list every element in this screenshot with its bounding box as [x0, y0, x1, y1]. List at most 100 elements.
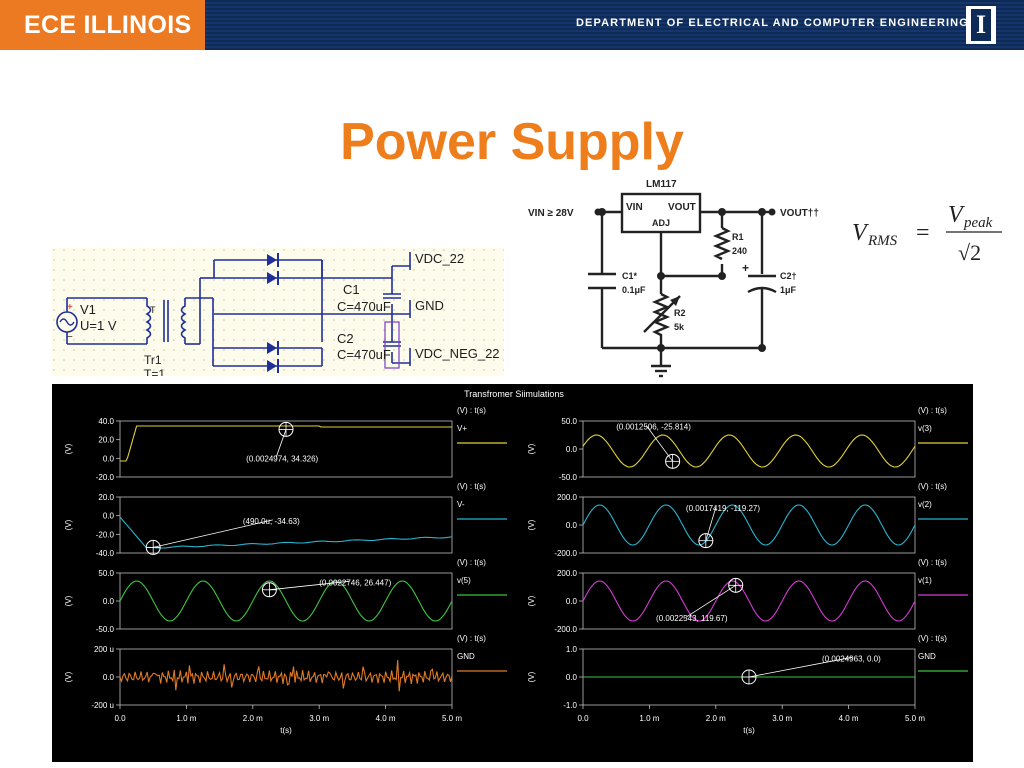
right-xtick-label: 5.0 m: [905, 714, 925, 723]
pin-vout: VOUT: [668, 202, 696, 213]
r2-label: R2: [674, 308, 686, 318]
plot-left-2-frame: [119, 496, 453, 554]
left-xlabel: t(s): [280, 726, 292, 735]
v1-plus: +: [67, 302, 73, 313]
c2-value: 1μF: [780, 285, 797, 295]
c2-label: C2†: [780, 271, 797, 281]
formula-lhs: V: [852, 220, 869, 246]
plot-left-4-waveform: [119, 660, 453, 692]
plot-right-1-ytick-label: 0.0: [566, 445, 578, 454]
plot-right-2-waveform: [582, 504, 916, 546]
left-xtick-label: 1.0 m: [176, 714, 196, 723]
plot-right-4-ylabel: (V): [527, 671, 536, 682]
pin-vin: VIN: [626, 202, 643, 213]
plot-left-1-ytick-label: -20.0: [96, 473, 115, 482]
c1-label: C1: [343, 282, 360, 297]
sim-title: Transfromer Siimulations: [464, 389, 564, 399]
plot-left-1-series-name: V+: [457, 424, 467, 433]
plot-right-3-annotation: (0.0022543, 119.67): [656, 614, 728, 623]
right-xtick-label: 1.0 m: [639, 714, 659, 723]
tr1-value: T=1: [144, 367, 165, 376]
left-xtick-label: 3.0 m: [309, 714, 329, 723]
plot-left-3-annotation-arrow: [269, 580, 350, 591]
plot-left-2-series-name: V-: [457, 500, 465, 509]
c1-value: 0.1μF: [622, 285, 646, 295]
transformer-turns-label: T: [150, 305, 156, 315]
plot-right-2-series-name: v(2): [918, 500, 932, 509]
plot-right-2-ylabel: (V): [527, 519, 536, 530]
c2-plus: +: [742, 261, 749, 275]
right-xtick-label: 2.0 m: [706, 714, 726, 723]
plot-right-4-legend-header: (V) : t(s): [918, 634, 947, 643]
left-xtick-label: 4.0 m: [376, 714, 396, 723]
plot-left-3-waveform: [119, 580, 453, 622]
plot-right-1-ytick-label: 50.0: [561, 417, 577, 426]
formula-denominator: √2: [958, 240, 981, 265]
plot-left-2-annotation-arrow: [153, 519, 273, 548]
v1-value: U=1 V: [80, 318, 117, 333]
plot-left-3-ylabel: (V): [64, 595, 73, 606]
plot-left-1-ytick-label: 0.0: [103, 454, 115, 463]
plot-left-4-ylabel: (V): [64, 671, 73, 682]
plot-right-1-series-name: v(3): [918, 424, 932, 433]
plot-right-2-legend-header: (V) : t(s): [918, 482, 947, 491]
ece-illinois-logo: ECE ILLINOIS: [0, 0, 205, 50]
formula-numerator: V: [948, 202, 965, 228]
plot-left-4-ytick-label: 0.0: [103, 673, 115, 682]
plot-left-2-legend-header: (V) : t(s): [457, 482, 486, 491]
plot-left-1-ytick-label: 20.0: [98, 436, 114, 445]
illinois-block-i-letter: I: [971, 9, 991, 41]
formula-numerator-sub: peak: [963, 215, 993, 231]
node-gnd: GND: [415, 298, 444, 313]
node-vdc-neg-22: VDC_NEG_22: [415, 346, 500, 361]
formula-equals: =: [916, 220, 930, 246]
plot-right-4-annotation-arrow: [748, 656, 853, 678]
vin-label: VIN ≥ 28V: [528, 208, 574, 219]
lm117-ic-box: [620, 192, 702, 234]
left-xtick-label: 2.0 m: [243, 714, 263, 723]
c1-label: C1*: [622, 271, 638, 281]
department-name: DEPARTMENT OF ELECTRICAL AND COMPUTER EN…: [576, 17, 969, 29]
plot-left-2-ytick-label: 0.0: [103, 512, 115, 521]
plot-left-3-legend-header: (V) : t(s): [457, 558, 486, 567]
plot-right-1-waveform: [582, 434, 916, 468]
plot-left-2-ylabel: (V): [64, 519, 73, 530]
plot-right-2-ytick-label: 0.0: [566, 521, 578, 530]
c1-value: C=470uF: [337, 299, 391, 314]
plot-right-2-annotation: (0.0017419, -119.27): [686, 504, 760, 513]
r2-value: 5k: [674, 322, 685, 332]
plot-left-2-waveform: [119, 516, 453, 549]
r1-value: 240: [732, 246, 747, 256]
plot-right-1-ytick-label: -50.0: [559, 473, 578, 482]
bridge-diodes: [267, 253, 279, 373]
regulator-wires: [588, 210, 777, 378]
plot-right-3-ylabel: (V): [527, 595, 536, 606]
plot-left-3-ytick-label: 0.0: [103, 597, 115, 606]
plot-left-2-ytick-label: -40.0: [96, 549, 115, 558]
slide-title: Power Supply: [340, 113, 684, 171]
r1-label: R1: [732, 232, 744, 242]
plot-right-2-ytick-label: 200.0: [557, 493, 578, 502]
plot-left-4-ytick-label: 200 u: [94, 645, 114, 654]
plot-right-3-ytick-label: -200.0: [554, 625, 577, 634]
plot-left-4-series-name: GND: [457, 652, 475, 661]
pin-adj: ADJ: [652, 218, 670, 228]
formula-lhs-sub: RMS: [867, 233, 898, 249]
left-xtick-label: 0.0: [114, 714, 126, 723]
plot-right-1-annotation-arrow: [645, 425, 673, 462]
plot-left-1-annotation-arrow: [275, 429, 287, 458]
left-xtick-label: 5.0 m: [442, 714, 462, 723]
right-xlabel: t(s): [743, 726, 755, 735]
plot-left-3-ytick-label: 50.0: [98, 569, 114, 578]
plot-right-3-ytick-label: 0.0: [566, 597, 578, 606]
rectifier-schematic: + − V1 U=1 V T Tr1 T=1 C1 C=470uF C2 C=4…: [52, 248, 504, 376]
tr1-label: Tr1: [144, 353, 162, 367]
node-vdc-22: VDC_22: [415, 251, 464, 266]
plot-right-4-ytick-label: -1.0: [563, 701, 577, 710]
c2-highlight: [384, 321, 400, 369]
regulator-junctions: [594, 208, 776, 352]
right-xtick-label: 0.0: [577, 714, 589, 723]
plot-right-1-annotation: (0.0012506, -25.814): [616, 422, 691, 431]
plot-left-3-annotation: (0.0022746, 26.447): [319, 578, 391, 587]
plot-right-3-ytick-label: 200.0: [557, 569, 578, 578]
